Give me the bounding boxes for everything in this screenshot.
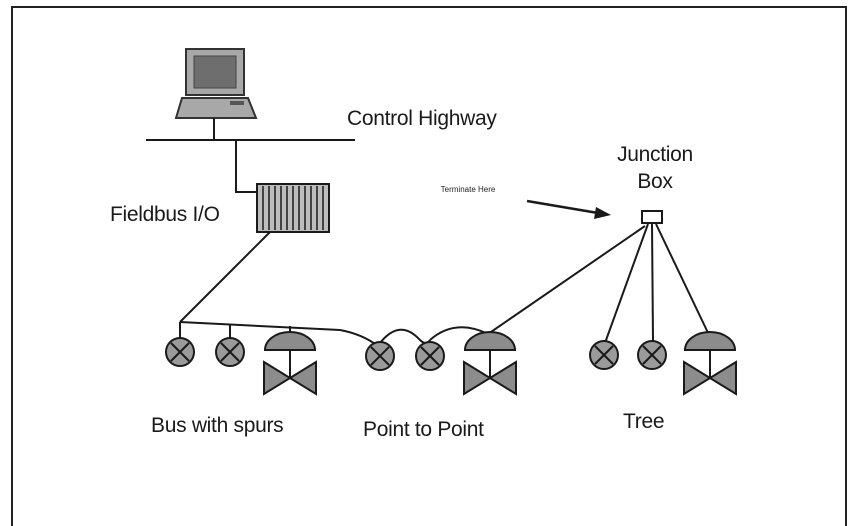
control-highway-label: Control Highway xyxy=(347,107,497,130)
ptp-device-2 xyxy=(415,341,445,371)
point-to-point-segment xyxy=(379,225,646,344)
ptp-valve-icon xyxy=(463,331,517,395)
diagram-frame xyxy=(11,6,847,526)
junction-box-label: Junction Box xyxy=(617,143,693,193)
bus-with-spurs-label: Bus with spurs xyxy=(151,414,284,437)
tree-segment xyxy=(604,223,711,344)
tree-device-2 xyxy=(637,340,667,370)
tree-device-1 xyxy=(589,340,619,370)
tree-label: Tree xyxy=(623,410,665,433)
computer-icon xyxy=(174,48,258,140)
fieldbus-io-rack-icon xyxy=(256,183,330,233)
point-to-point-label: Point to Point xyxy=(363,418,484,441)
terminate-arrow xyxy=(526,199,611,219)
tree-valve-icon xyxy=(683,331,737,395)
fieldbus-io-label: Fieldbus I/O xyxy=(110,203,220,226)
bus-with-spurs-segment xyxy=(179,231,379,347)
terminate-here-label: Terminate Here xyxy=(440,185,496,194)
junction-box-icon xyxy=(641,210,663,224)
bus-device-1 xyxy=(165,337,195,367)
ptp-device-1 xyxy=(365,341,395,371)
bus-valve-icon xyxy=(263,331,317,395)
bus-device-2 xyxy=(215,337,245,367)
